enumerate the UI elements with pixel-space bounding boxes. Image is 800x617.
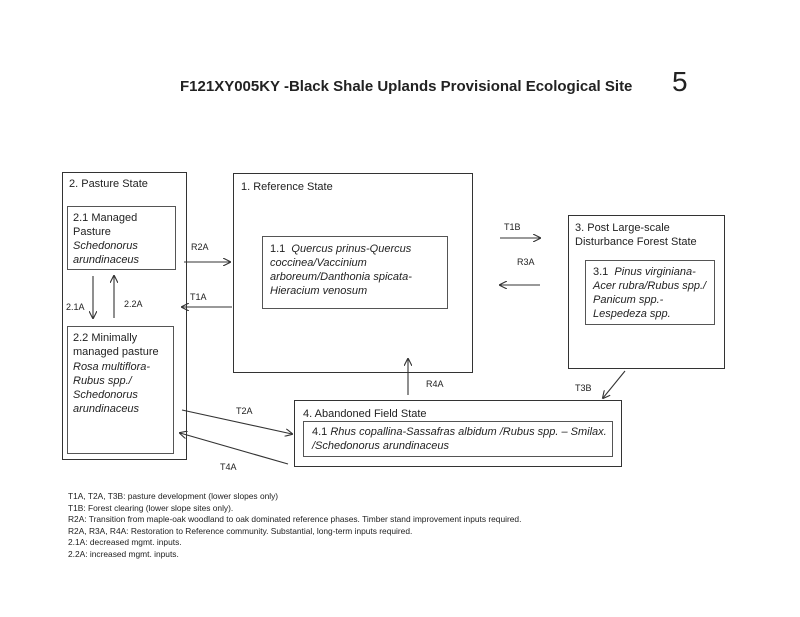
abandoned-field-phase-number: 4.1 — [312, 426, 328, 438]
post-disturbance-phase-box: 3.1 Pinus virginiana-Acer rubra/Rubus sp… — [585, 260, 715, 325]
minimally-managed-phase-box: 2.2 Minimally managed pasture Rosa multi… — [67, 326, 174, 454]
managed-pasture-title: 2.1 Managed Pasture — [73, 212, 138, 238]
post-disturbance-state-label: 3. Post Large-scale Disturbance Forest S… — [575, 222, 697, 248]
r3a-label: R3A — [517, 257, 535, 267]
managed-pasture-phase-box: 2.1 Managed Pasture Schedonorus arundina… — [67, 206, 176, 270]
t1b-label: T1B — [504, 222, 521, 232]
t3b-label: T3B — [575, 383, 592, 393]
t3b-arrow — [603, 370, 626, 398]
note-line: T1A, T2A, T3B: pasture development (lowe… — [68, 491, 279, 501]
note-line: T1B: Forest clearing (lower slope sites … — [68, 502, 234, 513]
abandoned-field-phase-text: 4.1 Rhus copallina-Sassafras albidum /Ru… — [312, 425, 608, 453]
reference-state-box: 1. Reference State — [233, 173, 473, 373]
note-line: 2.1A: decreased mgmt. inputs. — [68, 537, 182, 548]
reference-phase-text: 1.1 Quercus prinus-Quercus coccinea/Vacc… — [270, 242, 446, 298]
p21a-label: 2.1A — [66, 302, 85, 312]
t2a-arrow — [181, 409, 292, 434]
p22a-label: 2.2A — [124, 299, 143, 309]
reference-state-label: 1. Reference State — [241, 181, 333, 193]
page-number: 5 — [672, 66, 688, 97]
minimally-managed-title: 2.2 Minimally managed pasture — [73, 332, 159, 358]
note-line: 2.2A: increased mgmt. inputs. — [68, 548, 179, 559]
post-disturbance-phase-number: 3.1 — [593, 266, 609, 278]
page-title: F121XY005KY -Black Shale Uplands Provisi… — [180, 78, 633, 95]
t4a-label: T4A — [220, 462, 237, 472]
r4a-label: R4A — [426, 379, 444, 389]
post-disturbance-state-box: 3. Post Large-scale Disturbance Forest S… — [568, 215, 725, 369]
managed-pasture-species: Schedonorus arundinaceus — [73, 240, 140, 266]
pasture-state-label: 2. Pasture State — [69, 178, 148, 190]
post-disturbance-phase-text: 3.1 Pinus virginiana-Acer rubra/Rubus sp… — [593, 265, 713, 321]
reference-phase-number: 1.1 — [270, 243, 286, 255]
reference-phase-box: 1.1 Quercus prinus-Quercus coccinea/Vacc… — [262, 236, 448, 309]
r2a-label: R2A — [191, 242, 209, 252]
minimally-managed-species: Rosa multiflora-Rubus spp./ Schedonorus … — [73, 361, 151, 415]
transition-notes: T1A, T2A, T3B: pasture development (lowe… — [68, 491, 521, 561]
note-line: R2A, R3A, R4A: Restoration to Reference … — [68, 525, 413, 536]
t1a-label: T1A — [190, 292, 207, 302]
post-disturbance-phase-species: Pinus virginiana-Acer rubra/Rubus spp./ … — [593, 266, 707, 320]
abandoned-field-phase-box: 4.1 Rhus copallina-Sassafras albidum /Ru… — [303, 421, 613, 457]
t4a-arrow — [180, 433, 289, 465]
t2a-label: T2A — [236, 406, 253, 416]
reference-phase-species: Quercus prinus-Quercus coccinea/Vacciniu… — [270, 243, 412, 297]
abandoned-field-state-label: 4. Abandoned Field State — [303, 408, 427, 420]
note-line: R2A: Transition from maple-oak woodland … — [68, 514, 522, 525]
abandoned-field-phase-species: Rhus copallina-Sassafras albidum /Rubus … — [312, 426, 607, 452]
pasture-state-box: 2. Pasture State — [62, 172, 187, 460]
abandoned-field-state-box: 4. Abandoned Field State — [294, 400, 622, 467]
